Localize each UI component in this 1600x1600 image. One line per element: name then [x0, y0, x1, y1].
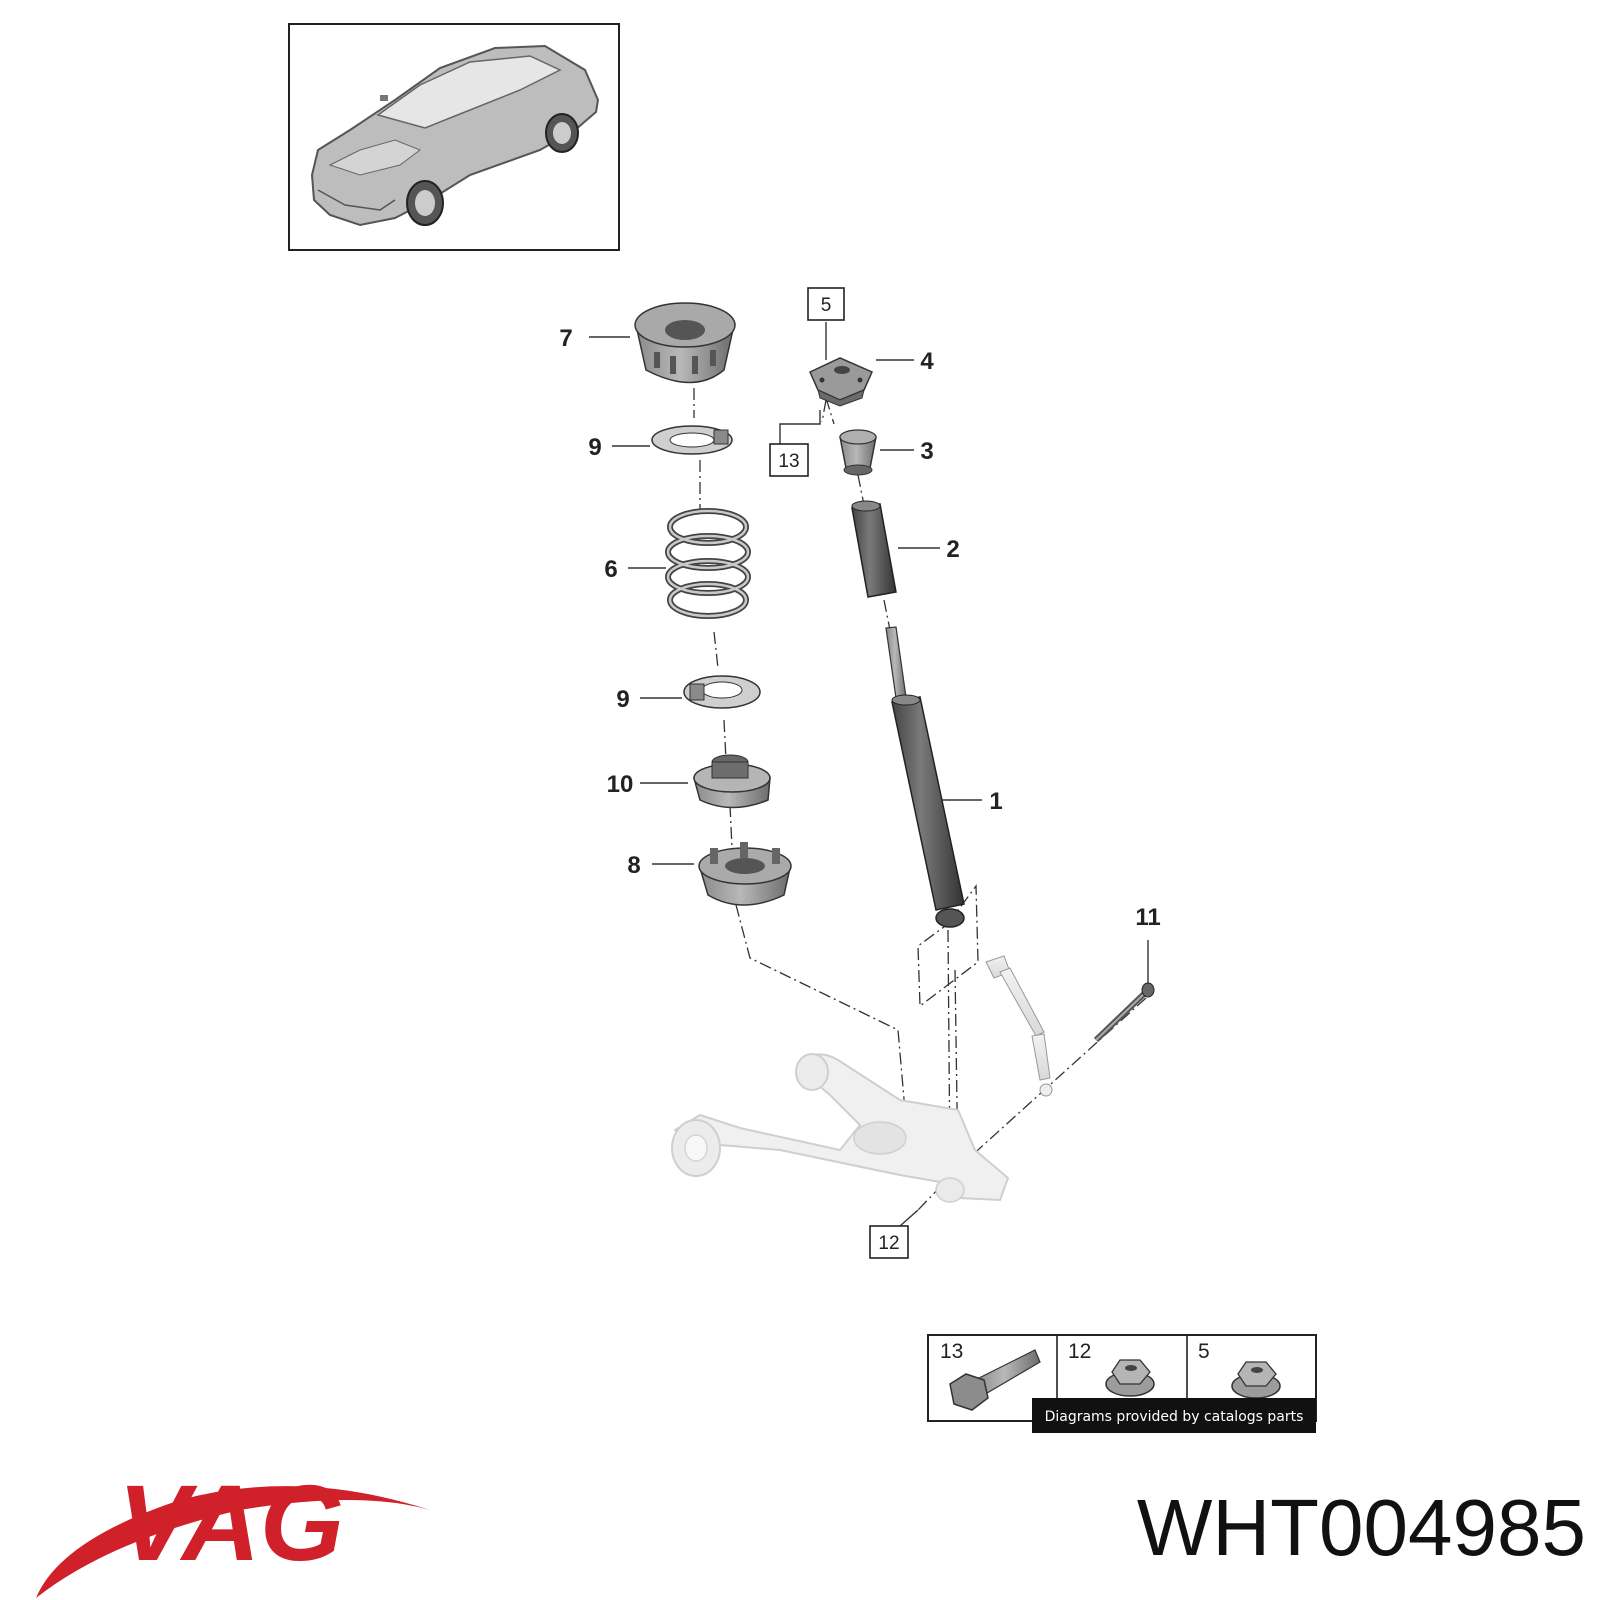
hardware-legend: 13 12 5 Diagrams provided by catalogs pa…: [927, 1334, 1317, 1433]
callout-8: 8: [627, 852, 640, 879]
callout-labels: 7 9 6 9 10 8 4 3 2 1 11: [559, 325, 1160, 931]
legend-label-13: 13: [940, 1340, 963, 1363]
boxed-callout-5-label: 5: [821, 295, 832, 316]
part-9-upper-spring-pad: [651, 425, 733, 455]
callout-9-lower: 9: [616, 686, 629, 713]
callout-7: 7: [559, 325, 572, 352]
part-4-top-mount: [809, 357, 873, 407]
car-illustration-icon: [310, 44, 600, 227]
callout-2: 2: [946, 536, 959, 563]
part-10-spring-seat-cup: [693, 754, 771, 809]
callout-6: 6: [604, 556, 617, 583]
callout-leaders: [589, 322, 1149, 984]
part-9-lower-spring-pad: [683, 675, 761, 709]
callout-3: 3: [920, 438, 933, 465]
vag-logo: VAG: [36, 1462, 430, 1598]
part-number: WHT004985: [1137, 1483, 1586, 1572]
callout-11: 11: [1135, 904, 1160, 931]
part-6-coil-spring-highlight: [666, 509, 750, 618]
legend-label-5: 5: [1198, 1340, 1210, 1363]
flange-nut-icon: [1105, 1359, 1155, 1397]
part-3-bump-stop: [839, 429, 877, 476]
part-8-lower-spring-seat: [698, 842, 792, 906]
sway-bar-link: [985, 955, 1053, 1097]
part-2-dust-boot: [851, 500, 897, 598]
part-11-bolt: [1093, 982, 1155, 1043]
callout-1: 1: [989, 788, 1002, 815]
part-7-upper-spring-seat: [634, 302, 736, 384]
brand-name: VAG: [118, 1462, 344, 1583]
flange-nut-icon: [1231, 1361, 1281, 1399]
vehicle-thumbnail: [288, 23, 620, 251]
part-1-shock-absorber: [885, 626, 965, 928]
boxed-callout-12: 12: [869, 1225, 909, 1259]
callout-10: 10: [607, 771, 634, 798]
catalog-credit: Diagrams provided by catalogs parts: [1045, 1409, 1304, 1425]
bolt-icon: [949, 1349, 1041, 1411]
boxed-callout-13-label: 13: [778, 451, 799, 472]
legend-label-12: 12: [1068, 1340, 1091, 1363]
callout-9-upper: 9: [588, 434, 601, 461]
boxed-callout-12-label: 12: [878, 1233, 899, 1254]
lower-control-arm: [671, 1053, 1010, 1203]
boxed-callout-13: 13: [769, 443, 809, 477]
callout-4: 4: [920, 348, 934, 375]
boxed-callout-5: 5: [807, 287, 845, 321]
